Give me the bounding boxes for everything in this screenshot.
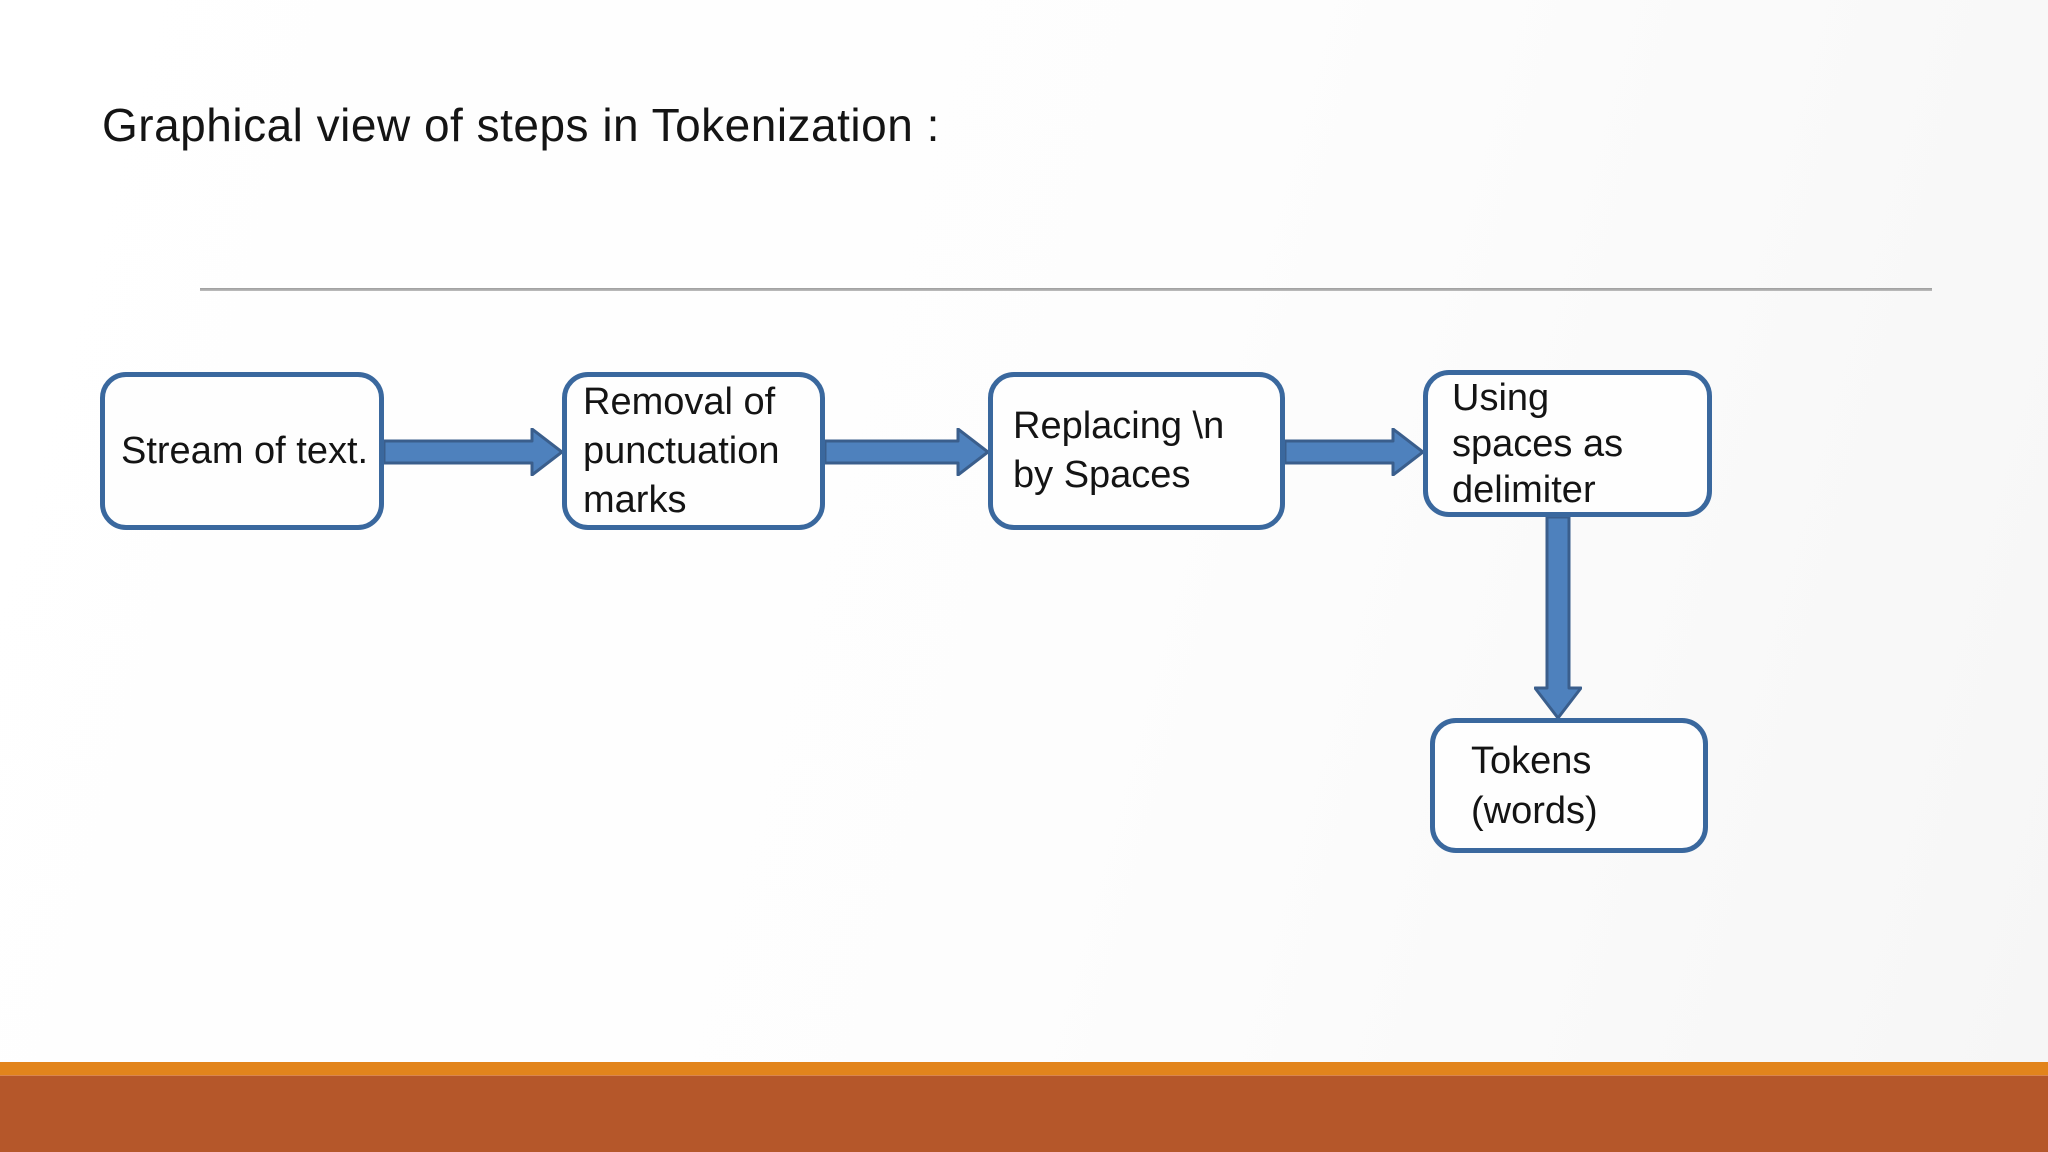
- footer-band: [0, 1075, 2048, 1152]
- arrow-right-icon: [825, 428, 988, 476]
- step-box-stream-of-text: Stream of text.: [100, 372, 384, 530]
- step-label-replacing-newline: Replacing \n by Spaces: [1013, 405, 1225, 496]
- step-label-using-spaces-delimiter: Using spaces as delimiter: [1452, 376, 1624, 511]
- step-label-stream-of-text: Stream of text.: [121, 429, 369, 472]
- arrow-right-icon: [384, 428, 562, 476]
- slide-title: Graphical view of steps in Tokenization …: [102, 99, 940, 151]
- step-label-removal-of-punctuation: Removal of punctuation marks: [583, 380, 780, 521]
- footer-accent-stripe: [0, 1062, 2048, 1075]
- divider-line: [200, 288, 1932, 291]
- step-box-removal-of-punctuation: Removal of punctuation marks: [562, 372, 825, 530]
- step-box-using-spaces-delimiter: Using spaces as delimiter: [1423, 370, 1712, 517]
- arrow-down-icon: [1534, 517, 1582, 718]
- step-box-tokens-words: Tokens (words): [1430, 718, 1708, 853]
- step-label-tokens-words: Tokens (words): [1471, 739, 1598, 832]
- step-box-replacing-newline: Replacing \n by Spaces: [988, 372, 1285, 530]
- arrow-right-icon: [1285, 428, 1423, 476]
